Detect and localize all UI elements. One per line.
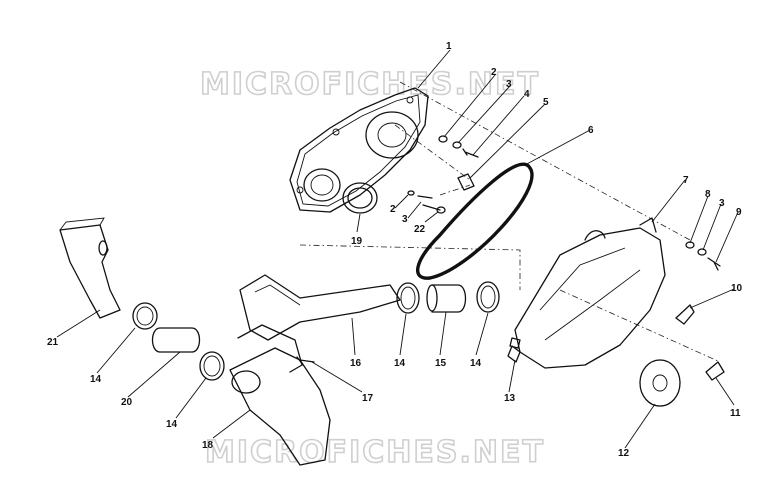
part-1-inner-cover	[289, 87, 429, 213]
callout-6: 6	[588, 125, 594, 136]
part-20-coupler	[151, 327, 201, 353]
callout-4: 4	[524, 89, 530, 100]
part-13-connector	[507, 345, 521, 363]
callout-10: 10	[731, 283, 743, 294]
part-18-lower-duct	[229, 324, 331, 466]
callout-18: 18	[202, 440, 214, 451]
parts-2-5-hardware	[438, 135, 479, 191]
callout-9: 9	[736, 207, 742, 218]
callout-19: 19	[351, 236, 363, 247]
callout-13: 13	[504, 393, 516, 404]
callout-14-c: 14	[166, 419, 178, 430]
callout-14-d: 14	[90, 374, 102, 385]
part-7-outer-cover	[509, 217, 666, 369]
part-19-seal	[342, 182, 378, 214]
callout-21: 21	[47, 337, 59, 348]
callout-17: 17	[362, 393, 374, 404]
callout-20: 20	[121, 397, 133, 408]
part-6-drive-belt	[416, 162, 534, 280]
callout-2-lower: 2	[390, 204, 396, 215]
assembly-centerlines	[299, 81, 721, 363]
part-22-bolts	[407, 190, 446, 214]
callout-22: 22	[414, 224, 426, 235]
part-11-plate	[705, 361, 725, 381]
callout-labels: 1 2 3 4 5 6 7 8 3 9 10 11 12 13 14 15 14…	[47, 41, 743, 459]
callout-14-a: 14	[394, 358, 406, 369]
callout-1: 1	[446, 41, 452, 52]
callout-12: 12	[618, 448, 630, 459]
callout-15: 15	[435, 358, 447, 369]
callout-5: 5	[543, 97, 549, 108]
callout-leaders	[56, 49, 739, 449]
callout-3: 3	[506, 79, 512, 90]
callout-3-lower: 3	[402, 214, 408, 225]
parts-14-15-clamps	[396, 281, 500, 314]
parts-14-lower-clamps	[132, 302, 225, 381]
part-21-inlet	[59, 217, 121, 319]
callout-8: 8	[705, 189, 711, 200]
parts-8-9-hardware	[685, 241, 721, 271]
callout-16: 16	[350, 358, 362, 369]
part-10-bracket	[675, 304, 695, 325]
watermark-bottom: MICROFICHES.NET	[205, 435, 545, 470]
part-16-duct	[239, 274, 401, 341]
callout-2: 2	[491, 67, 497, 78]
callout-14-b: 14	[470, 358, 482, 369]
callout-11: 11	[730, 408, 741, 419]
callout-7: 7	[683, 175, 689, 186]
watermark-top: MICROFICHES.NET	[200, 67, 540, 102]
part-12-washer	[639, 359, 681, 407]
callout-3-right: 3	[719, 198, 725, 209]
